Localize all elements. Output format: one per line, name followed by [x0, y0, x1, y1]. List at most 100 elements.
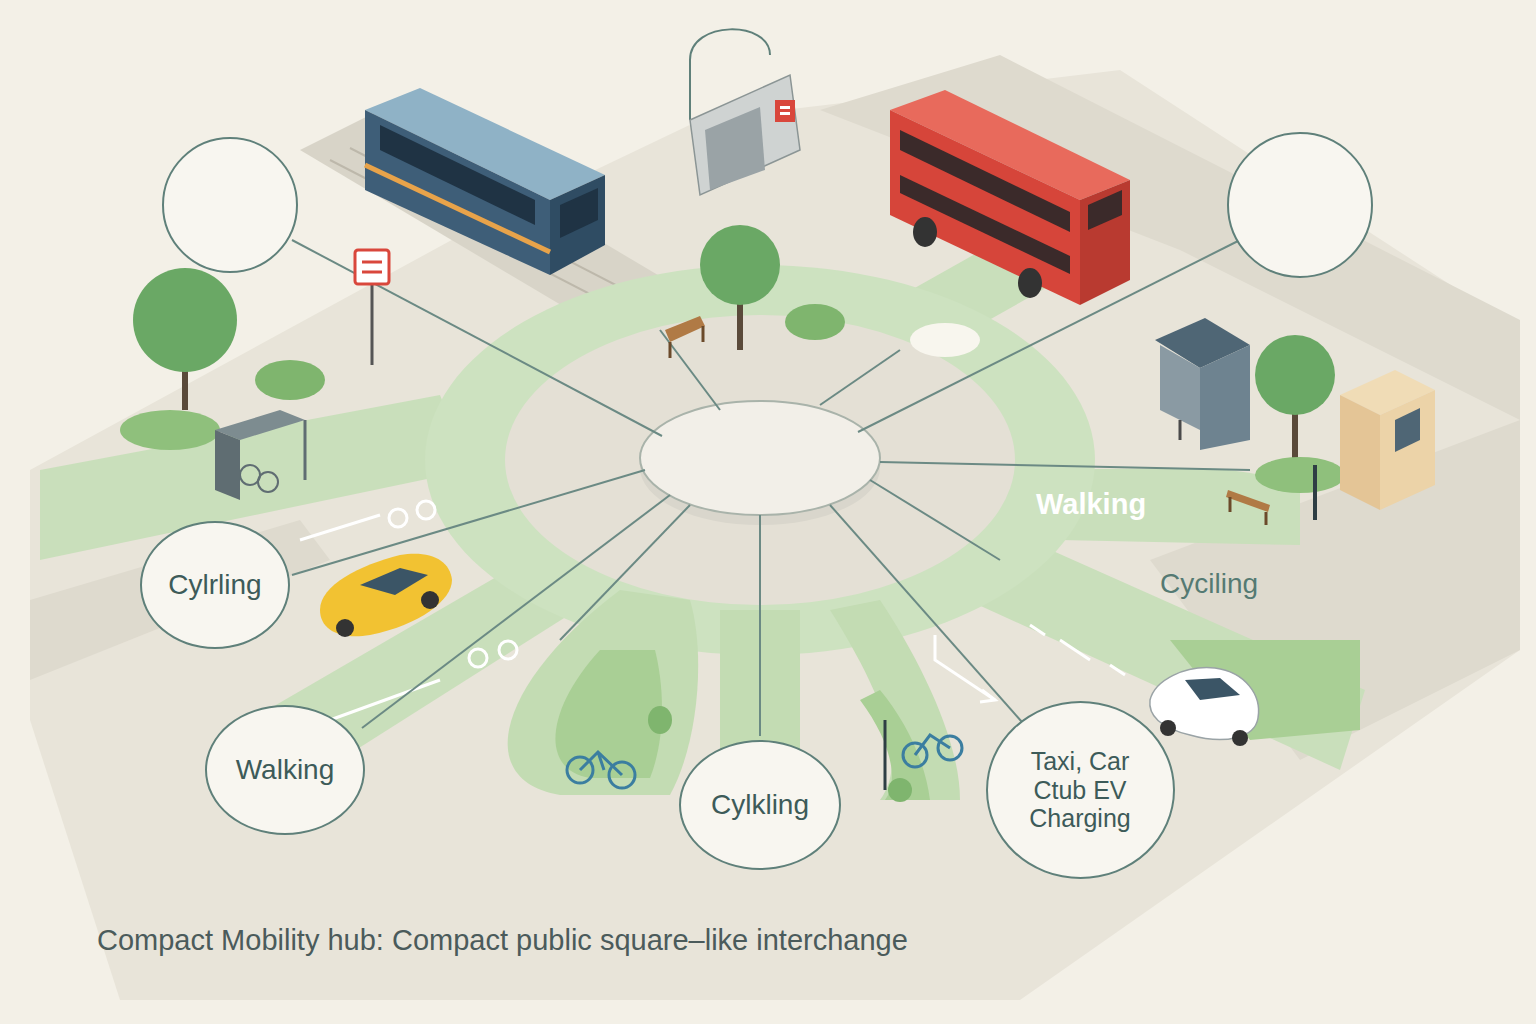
tram-part: [550, 175, 605, 275]
kiosk-part: [1340, 395, 1380, 510]
road-markings-part: [499, 641, 517, 659]
center-platform-part: [910, 323, 980, 357]
kiosk-part: [1395, 408, 1420, 452]
path-label: Walking: [1036, 488, 1146, 521]
mode-label: Cylrling: [168, 569, 261, 601]
bus-part: [1088, 190, 1122, 230]
bench-part: [1265, 512, 1268, 525]
bike-shelter-part: [215, 430, 240, 500]
road-markings-part: [417, 501, 435, 519]
bench-part: [1226, 490, 1270, 512]
trees-part: [1255, 457, 1345, 493]
trees-part: [888, 778, 912, 802]
bikes-part: [580, 752, 622, 775]
bus-shelter: [1155, 318, 1250, 450]
empty-circles-part: [1228, 133, 1372, 277]
road-markings-part: [330, 680, 440, 720]
center-platform: [640, 323, 980, 525]
bench-part: [665, 316, 705, 342]
bike-shelter: [215, 410, 305, 500]
kiosk-part: [1380, 390, 1435, 510]
path-label: Cyciling: [1160, 568, 1258, 600]
cars-part: [1150, 668, 1259, 740]
mode-label: Cylkling: [711, 789, 809, 821]
mode-circle: Cylkling: [679, 740, 841, 870]
station-building: [690, 29, 800, 195]
station-sign-part: [355, 250, 389, 284]
leader-lines-part: [759, 515, 761, 736]
ground-part: [30, 70, 1520, 1000]
leader-lines-part: [292, 240, 662, 436]
road-markings-part: [389, 509, 407, 527]
cars-part: [1185, 678, 1240, 700]
bench-part: [669, 342, 672, 358]
bus-part: [1018, 268, 1042, 298]
leader-lines-part: [880, 462, 1250, 470]
leader-lines-part: [560, 505, 690, 640]
tram-part: [365, 165, 550, 252]
tram-part: [560, 188, 598, 238]
bus-part: [1080, 180, 1130, 305]
road-markings-part: [980, 690, 995, 702]
empty-circles-part: [163, 138, 297, 272]
road-markings-part: [300, 515, 380, 540]
center-platform-part: [640, 401, 880, 515]
road-markings-part: [935, 635, 995, 700]
cars-part: [1232, 730, 1248, 746]
cars-part: [360, 568, 428, 595]
bike-shelter-part: [258, 472, 278, 492]
trees-part: [785, 304, 845, 340]
road-markings-part: [469, 649, 487, 667]
bench-part: [1229, 497, 1232, 512]
leader-lines-part: [660, 330, 720, 410]
station-building-part: [780, 112, 790, 115]
bus-part: [890, 110, 1080, 305]
mode-circle: Taxi, Car Ctub EV Charging: [986, 701, 1175, 879]
bikes-part: [884, 720, 887, 790]
trees-part: [648, 706, 672, 734]
road-markings-part: [1030, 625, 1125, 675]
cars-part: [421, 591, 439, 609]
bus: [890, 90, 1130, 305]
leader-lines-part: [292, 470, 645, 575]
bus-shelter-part: [1160, 345, 1200, 430]
bus-part: [900, 175, 1070, 274]
mode-circle: Walking: [205, 705, 365, 835]
bench-part: [702, 326, 705, 342]
trees-part: [133, 268, 237, 372]
station-building-part: [690, 75, 800, 195]
bikes-part: [915, 735, 950, 755]
bike-shelter-part: [304, 420, 307, 480]
bus-shelter-part: [1179, 420, 1182, 440]
trees-part: [1255, 335, 1335, 415]
cars-part: [1160, 720, 1176, 736]
bench: [665, 316, 1270, 525]
tram: [365, 88, 605, 275]
kiosk-part: [1313, 465, 1317, 520]
leader-lines-part: [870, 480, 1000, 560]
leader-lines-part: [820, 350, 900, 405]
station-sign: [355, 250, 389, 365]
station-sign-part: [371, 280, 374, 365]
station-building-part: [780, 106, 790, 109]
trees-part: [700, 225, 780, 305]
leader-lines: [292, 240, 1250, 736]
road-markings: [300, 501, 1125, 720]
mode-label: Walking: [236, 754, 335, 786]
tram-part: [365, 110, 550, 275]
trees-part: [120, 410, 220, 450]
leader-lines-part: [830, 505, 1022, 722]
station-building-part: [705, 107, 765, 190]
trees-part: [255, 360, 325, 400]
station-building-part: [775, 100, 795, 122]
green-paths-part: [508, 590, 699, 795]
cars-part: [320, 554, 452, 637]
station-sign-part: [362, 262, 382, 272]
kiosk: [1315, 370, 1435, 520]
mode-circle: Cylrling: [140, 521, 290, 649]
cars-part: [336, 619, 354, 637]
